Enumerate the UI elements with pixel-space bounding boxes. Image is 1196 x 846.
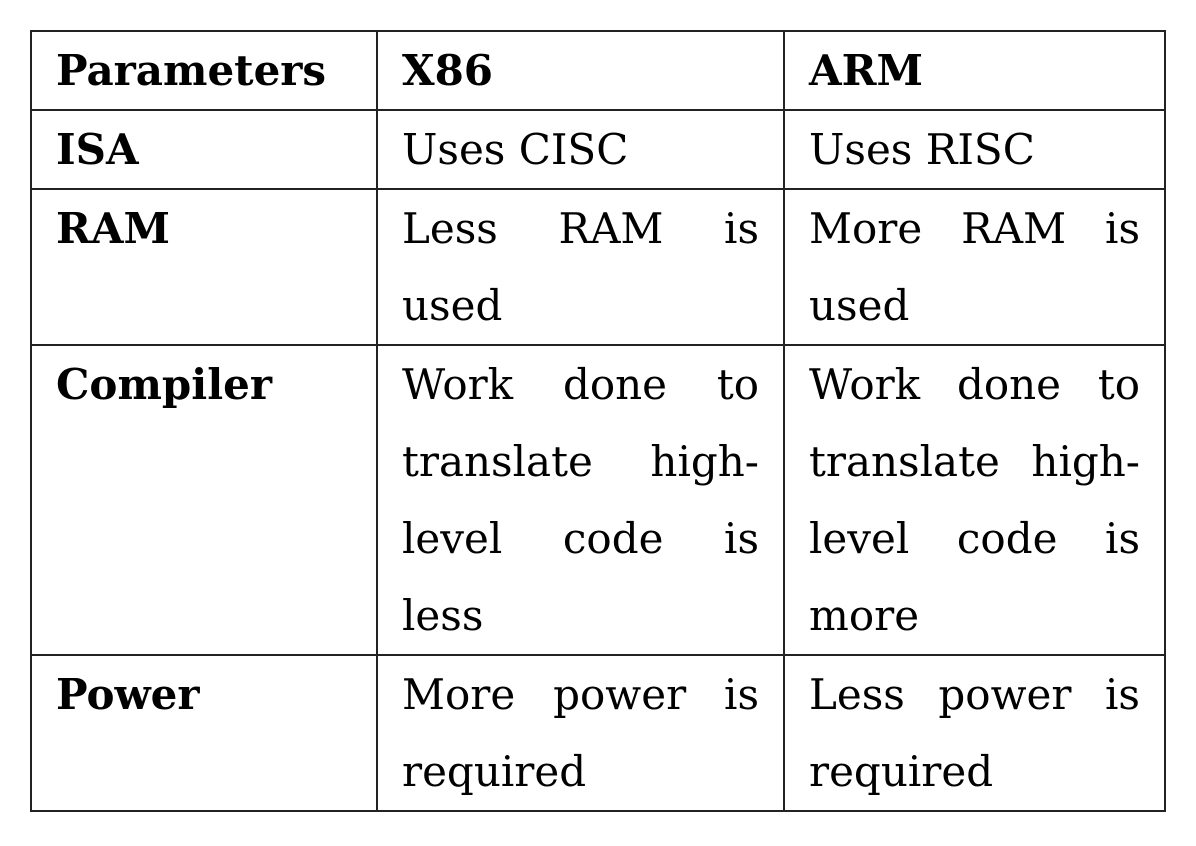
arm-cell: Uses RISC	[783, 109, 1166, 190]
x86-cell: Uses CISC	[376, 109, 785, 190]
table-row: Compiler Work done to translate high-lev…	[30, 344, 1166, 656]
x86-cell: Less RAM is used	[376, 188, 785, 346]
header-cell-x86: X86	[376, 30, 785, 111]
comparison-table: Parameters X86 ARM ISA Uses CISC Uses RI…	[30, 30, 1166, 812]
param-cell: Compiler	[30, 344, 378, 656]
table-row: Power More power is required Less power …	[30, 654, 1166, 812]
table-row: ISA Uses CISC Uses RISC	[30, 109, 1166, 190]
arm-cell: Work done to translate high-level code i…	[783, 344, 1166, 656]
arm-cell: More RAM is used	[783, 188, 1166, 346]
x86-cell: More power is required	[376, 654, 785, 812]
param-cell: RAM	[30, 188, 378, 346]
table-header-row: Parameters X86 ARM	[30, 30, 1166, 111]
header-cell-arm: ARM	[783, 30, 1166, 111]
header-cell-parameters: Parameters	[30, 30, 378, 111]
param-cell: ISA	[30, 109, 378, 190]
param-cell: Power	[30, 654, 378, 812]
table-row: RAM Less RAM is used More RAM is used	[30, 188, 1166, 346]
x86-cell: Work done to translate high-level code i…	[376, 344, 785, 656]
arm-cell: Less power is required	[783, 654, 1166, 812]
